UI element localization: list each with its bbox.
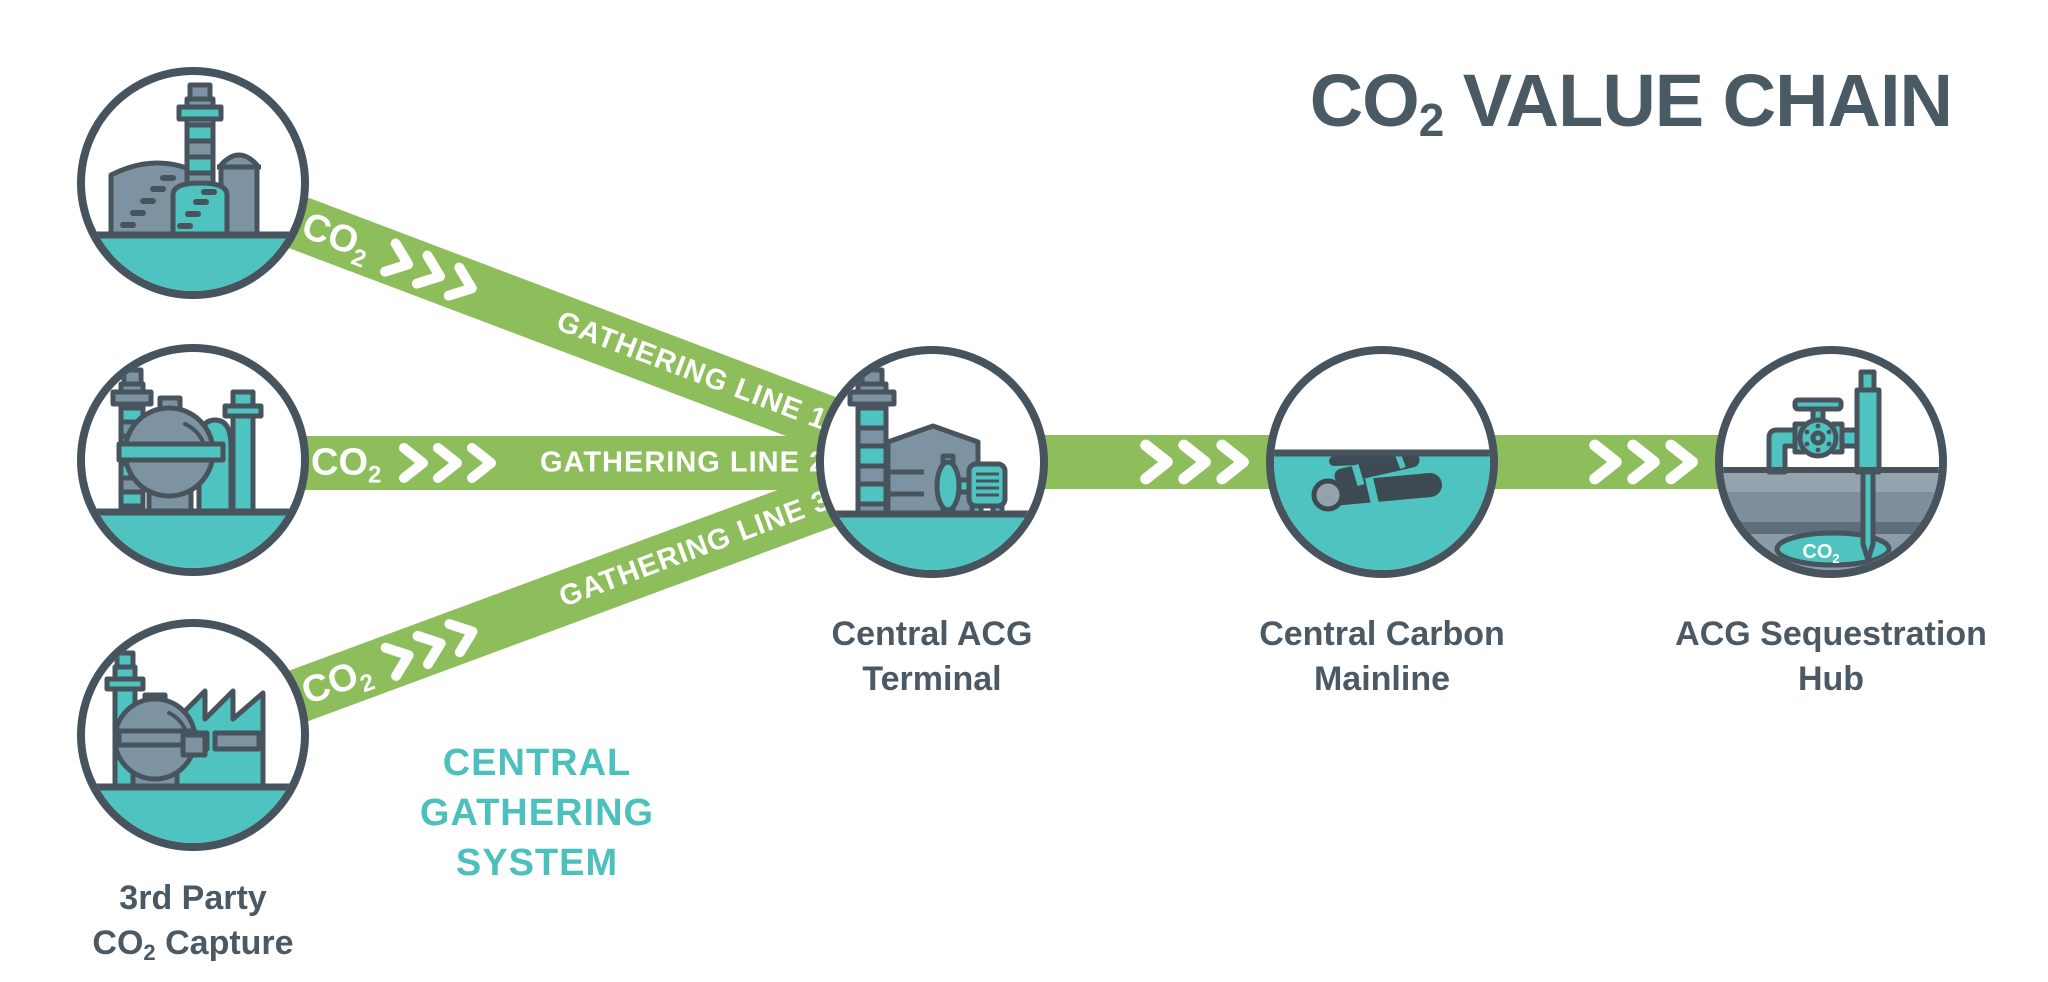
title-co: CO: [1309, 59, 1420, 142]
co2-flow-label: CO2: [311, 441, 382, 489]
factory-icon: [77, 619, 309, 851]
flow-chevrons-icon: [399, 443, 496, 483]
central-carbon-mainline-label: Central Carbon Mainline: [1259, 615, 1505, 698]
third-party-capture-node: [73, 615, 313, 855]
flow-chevrons-icon: [380, 619, 478, 681]
gathering-line-1-pipe: CO2 GATHERING LINE 1: [183, 157, 942, 488]
page-title: CO2 VALUE CHAIN: [1250, 58, 1953, 147]
capture-facility-b-node: [73, 340, 313, 580]
flow-chevrons-icon: [380, 238, 477, 301]
injection-well-icon: CO2: [1715, 346, 1947, 578]
title-subscript-2: 2: [1418, 94, 1444, 147]
flow-chevrons-icon: [1140, 439, 1249, 485]
central-carbon-mainline-node: [1262, 342, 1502, 582]
gathering-line-3-pipe: CO2 GATHERING LINE 3: [183, 436, 942, 761]
refinery-plant-icon: [77, 344, 309, 576]
central-acg-terminal-label: Central ACG Terminal: [831, 615, 1033, 698]
capture-facility-a-node: [73, 63, 313, 303]
industrial-plant-icon: [77, 67, 309, 299]
third-party-capture-label: 3rd Party CO2 Capture: [92, 879, 294, 965]
flow-chevrons-icon: [1589, 439, 1698, 485]
buried-pipeline-icon: [1266, 346, 1498, 578]
gathering-line-2-pipe: CO2 GATHERING LINE 2: [193, 436, 932, 490]
gathering-line-2-label: GATHERING LINE 2: [540, 446, 827, 479]
central-gathering-system-label: CENTRAL GATHERING SYSTEM: [419, 742, 655, 884]
reservoir-co2-label: CO2: [1802, 541, 1839, 566]
acg-sequestration-hub-node: CO2: [1711, 342, 1951, 582]
gathering-line-1-label: GATHERING LINE 1: [552, 305, 832, 437]
acg-sequestration-hub-label: ACG Sequestration Hub: [1675, 615, 1987, 698]
title-suffix: VALUE CHAIN: [1443, 59, 1953, 142]
gathering-line-3-label: GATHERING LINE 3: [554, 484, 835, 614]
central-acg-terminal-node: [812, 342, 1052, 582]
terminal-plant-icon: [816, 346, 1048, 578]
